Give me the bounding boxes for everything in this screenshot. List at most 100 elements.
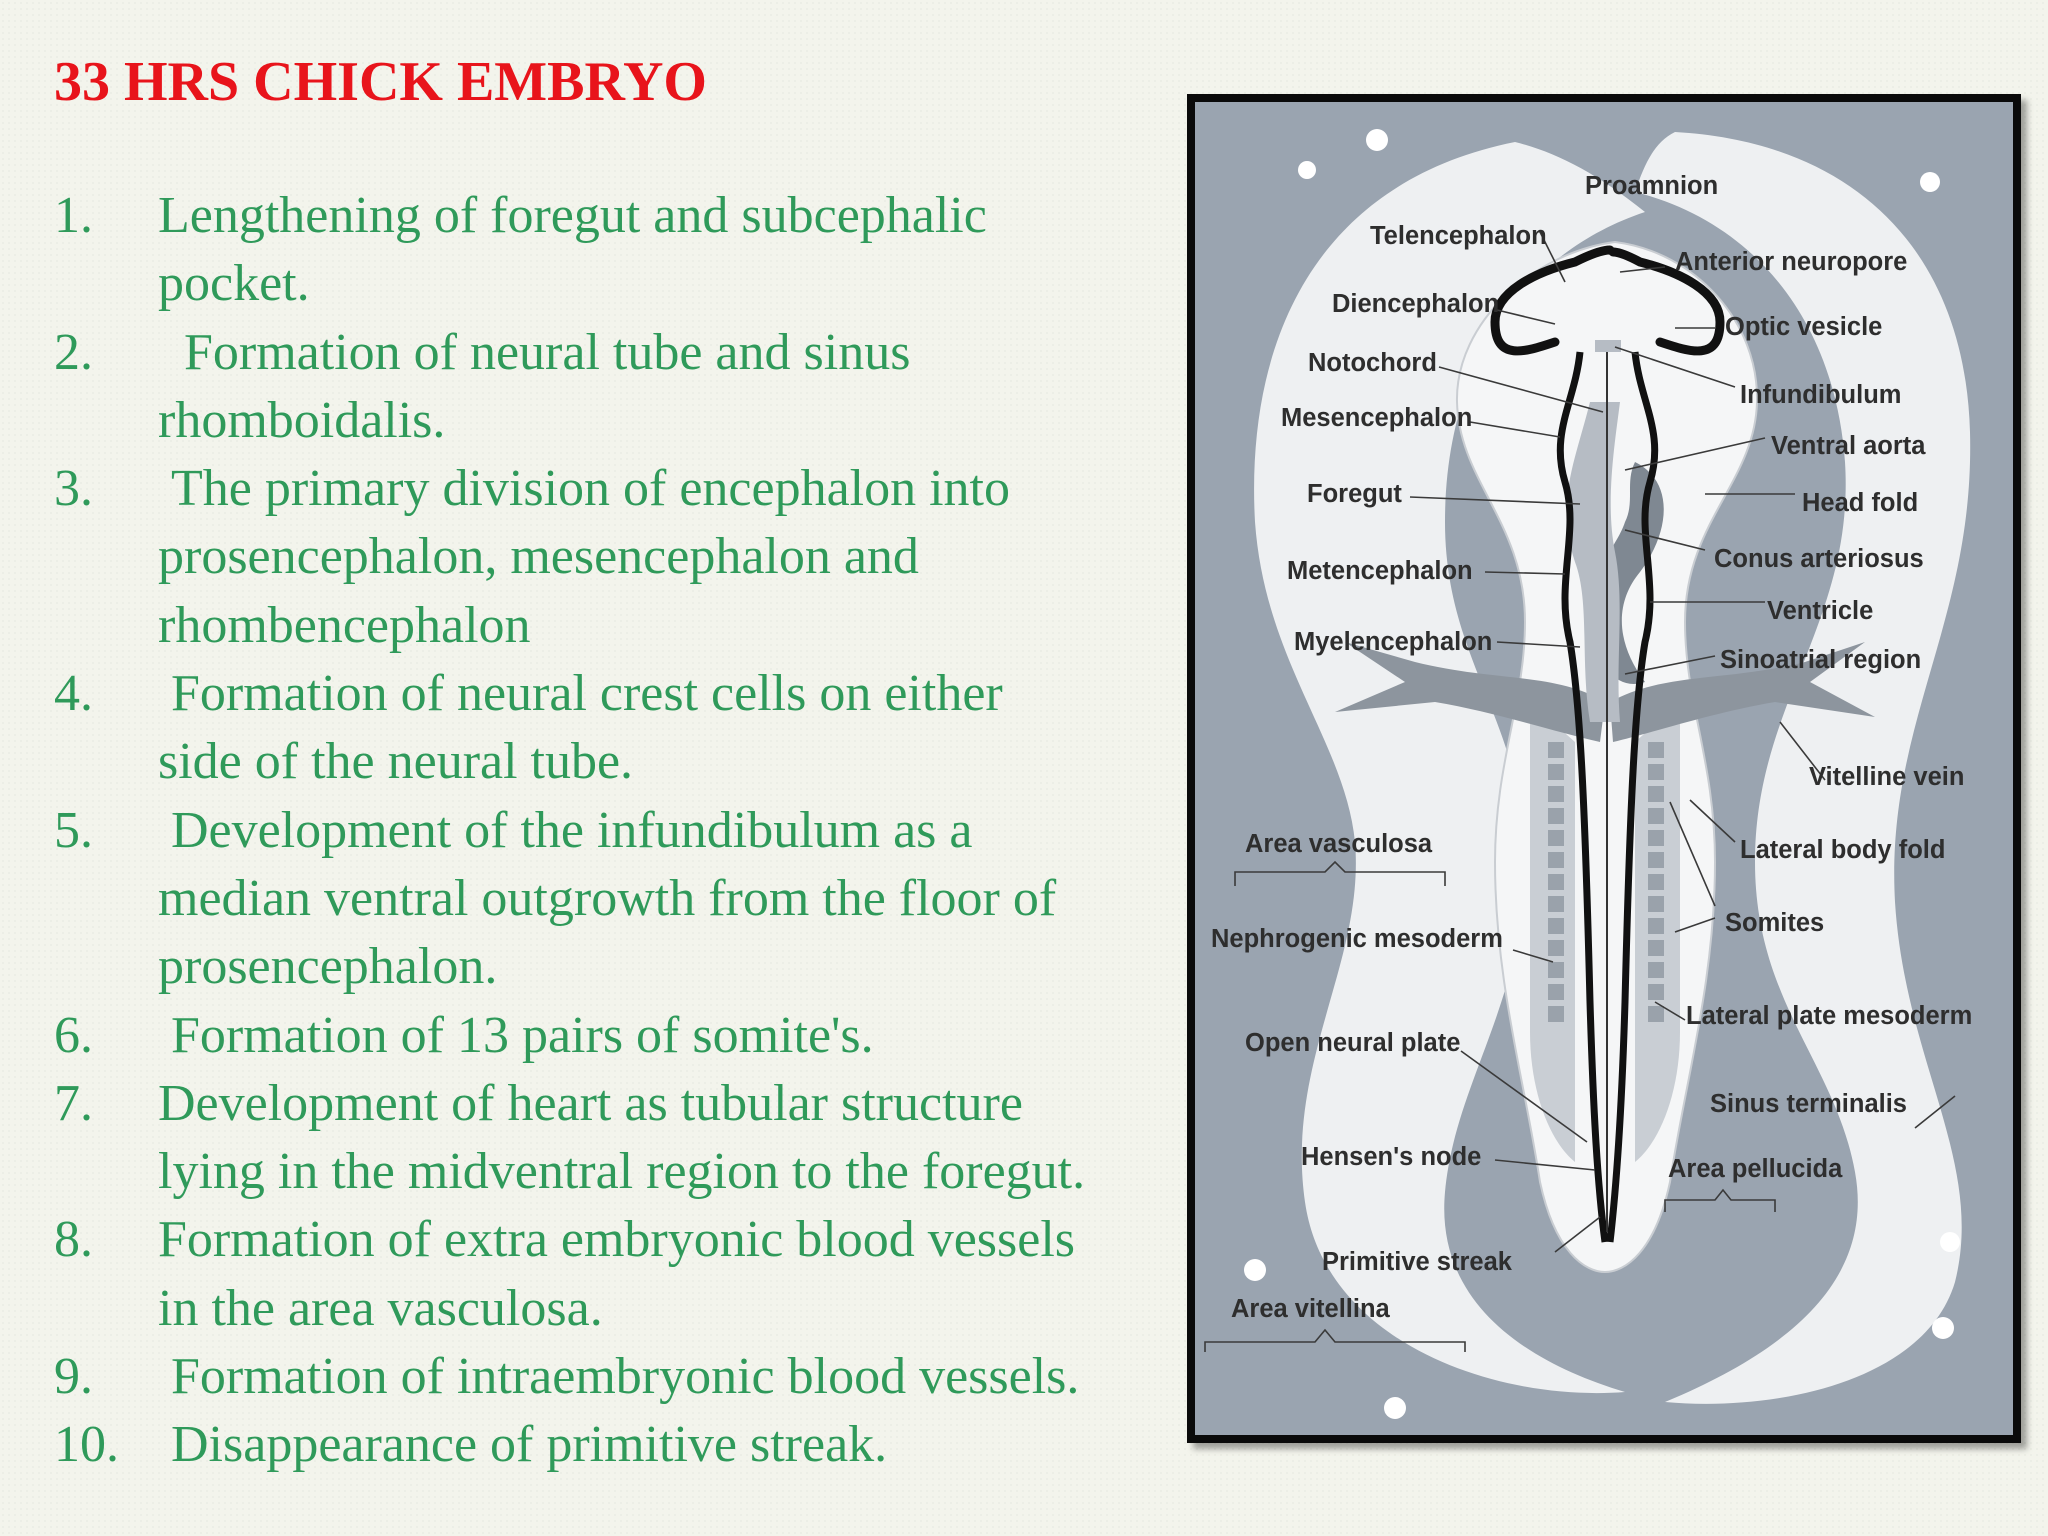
leader-line bbox=[1496, 309, 1556, 325]
label-sinus-terminalis: Sinus terminalis bbox=[1710, 1090, 1907, 1118]
somite bbox=[1548, 896, 1564, 912]
item-number: 7. bbox=[54, 1074, 93, 1132]
vitelline-vein-right bbox=[1610, 642, 1875, 742]
list-item: 1. Lengthening of foregut and subcephalic… bbox=[54, 182, 1184, 319]
leader-line bbox=[1494, 1159, 1596, 1171]
label-proamnion: Proamnion bbox=[1585, 172, 1718, 200]
infundibulum-shape bbox=[1595, 340, 1621, 352]
label-metencephalon: Metencephalon bbox=[1287, 557, 1473, 585]
label-sinoatrial-region: Sinoatrial region bbox=[1720, 646, 1921, 674]
item-number: 9. bbox=[54, 1348, 93, 1406]
somite bbox=[1548, 874, 1564, 890]
label-vitelline-vein: Vitelline vein bbox=[1809, 763, 1964, 791]
embryo-illustration: Proamnion Telencephalon Anterior neuropo… bbox=[1195, 102, 2013, 1435]
label-lateral-plate-mesoderm: Lateral plate mesoderm bbox=[1686, 1002, 1972, 1030]
label-area-vitellina: Area vitellina bbox=[1231, 1295, 1391, 1323]
item-number: 8. bbox=[54, 1211, 93, 1269]
item-number: 6. bbox=[54, 1006, 93, 1064]
leader-line bbox=[1654, 1001, 1686, 1021]
item-text: Disappearance of primitive streak. bbox=[158, 1416, 888, 1474]
leader-line bbox=[1469, 421, 1561, 438]
item-text: Lengthening of foregut and subcephalic p… bbox=[158, 187, 987, 313]
blood-islands bbox=[1244, 129, 1960, 1419]
somite bbox=[1648, 984, 1664, 1000]
leader-line bbox=[1539, 231, 1566, 283]
label-myelencephalon: Myelencephalon bbox=[1294, 628, 1492, 656]
list-item: 10. Disappearance of primitive streak. bbox=[54, 1411, 1184, 1479]
leader-line bbox=[1914, 1095, 1956, 1129]
somite bbox=[1548, 962, 1564, 978]
item-number: 10. bbox=[54, 1416, 119, 1474]
area-vitellina-bracket bbox=[1204, 1328, 1466, 1352]
somite bbox=[1548, 1006, 1564, 1022]
label-notochord: Notochord bbox=[1308, 349, 1437, 377]
leader-line bbox=[1409, 496, 1581, 505]
somite bbox=[1648, 852, 1664, 868]
somite bbox=[1648, 962, 1664, 978]
leader-line bbox=[1674, 917, 1716, 933]
label-optic-vesicle: Optic vesicle bbox=[1725, 313, 1882, 341]
item-text: Formation of neural crest cells on eithe… bbox=[158, 665, 1003, 791]
label-somites: Somites bbox=[1725, 909, 1824, 937]
item-text: The primary division of encephalon into … bbox=[158, 460, 1011, 654]
blood-island bbox=[1932, 1317, 1954, 1339]
label-head-fold: Head fold bbox=[1802, 489, 1918, 517]
item-text: Formation of extra embryonic blood vesse… bbox=[158, 1211, 1076, 1337]
leader-line bbox=[1669, 801, 1716, 907]
item-number: 4. bbox=[54, 665, 93, 723]
somite bbox=[1648, 940, 1664, 956]
item-text: Formation of intraembryonic blood vessel… bbox=[158, 1348, 1080, 1406]
list-item: 4. Formation of neural crest cells on ei… bbox=[54, 660, 1184, 797]
prosencephalon-left bbox=[1490, 245, 1615, 356]
leader-line bbox=[1624, 529, 1706, 551]
label-lateral-body-fold: Lateral body fold bbox=[1740, 836, 1945, 864]
label-area-pellucida: Area pellucida bbox=[1668, 1155, 1843, 1183]
somite bbox=[1548, 830, 1564, 846]
leader-line bbox=[1438, 366, 1604, 413]
item-number: 5. bbox=[54, 801, 93, 859]
item-number: 1. bbox=[54, 187, 93, 244]
label-foregut: Foregut bbox=[1307, 480, 1402, 508]
leader-line bbox=[1512, 949, 1554, 963]
blood-island bbox=[1244, 1259, 1266, 1281]
item-text: Development of heart as tubular structur… bbox=[158, 1074, 1086, 1201]
neural-fold-right bbox=[1606, 351, 1659, 1243]
somite bbox=[1648, 830, 1664, 846]
somite bbox=[1648, 1006, 1664, 1022]
somite bbox=[1548, 808, 1564, 824]
list-item: 7. Development of heart as tubular struct… bbox=[54, 1070, 1184, 1207]
label-anterior-neuropore: Anterior neuropore bbox=[1675, 248, 1907, 276]
area-vasculosa-bracket bbox=[1234, 860, 1446, 886]
label-primitive-streak: Primitive streak bbox=[1322, 1248, 1513, 1276]
list-item: 3. The primary division of encephalon in… bbox=[54, 455, 1184, 660]
blood-island bbox=[1940, 1232, 1960, 1252]
leader-line bbox=[1460, 1050, 1588, 1143]
list-item: 5. Development of the infundibulum as a … bbox=[54, 797, 1184, 1002]
somite bbox=[1548, 918, 1564, 934]
feature-list: 1. Lengthening of foregut and subcephalic… bbox=[54, 182, 1184, 1480]
leader-lines bbox=[1204, 231, 1956, 1352]
somite bbox=[1548, 764, 1564, 780]
area-vasculosa-left bbox=[1254, 142, 1645, 1394]
label-diencephalon: Diencephalon bbox=[1332, 290, 1499, 318]
somite bbox=[1548, 984, 1564, 1000]
item-text: Formation of 13 pairs of somite's. bbox=[158, 1006, 874, 1064]
label-ventral-aorta: Ventral aorta bbox=[1771, 432, 1926, 460]
somite bbox=[1648, 742, 1664, 758]
prosencephalon-right bbox=[1608, 247, 1725, 356]
somite bbox=[1548, 852, 1564, 868]
area-vasculosa-right bbox=[1635, 132, 1971, 1404]
somite bbox=[1648, 874, 1664, 890]
list-item: 8. Formation of extra embryonic blood ves… bbox=[54, 1206, 1184, 1343]
list-item: 2. Formation of neural tube and sinus rh… bbox=[54, 319, 1184, 456]
leader-line bbox=[1614, 346, 1736, 388]
item-number: 2. bbox=[54, 323, 93, 381]
somite bbox=[1648, 808, 1664, 824]
label-nephrogenic-mesoderm: Nephrogenic mesoderm bbox=[1211, 925, 1503, 953]
item-text: Formation of neural tube and sinus rhomb… bbox=[158, 323, 911, 449]
label-ventricle: Ventricle bbox=[1767, 597, 1873, 625]
somite bbox=[1548, 742, 1564, 758]
blood-island bbox=[1298, 161, 1316, 179]
embryo-diagram: Proamnion Telencephalon Anterior neuropo… bbox=[1187, 94, 2021, 1443]
neural-fold-left bbox=[1556, 351, 1609, 1243]
